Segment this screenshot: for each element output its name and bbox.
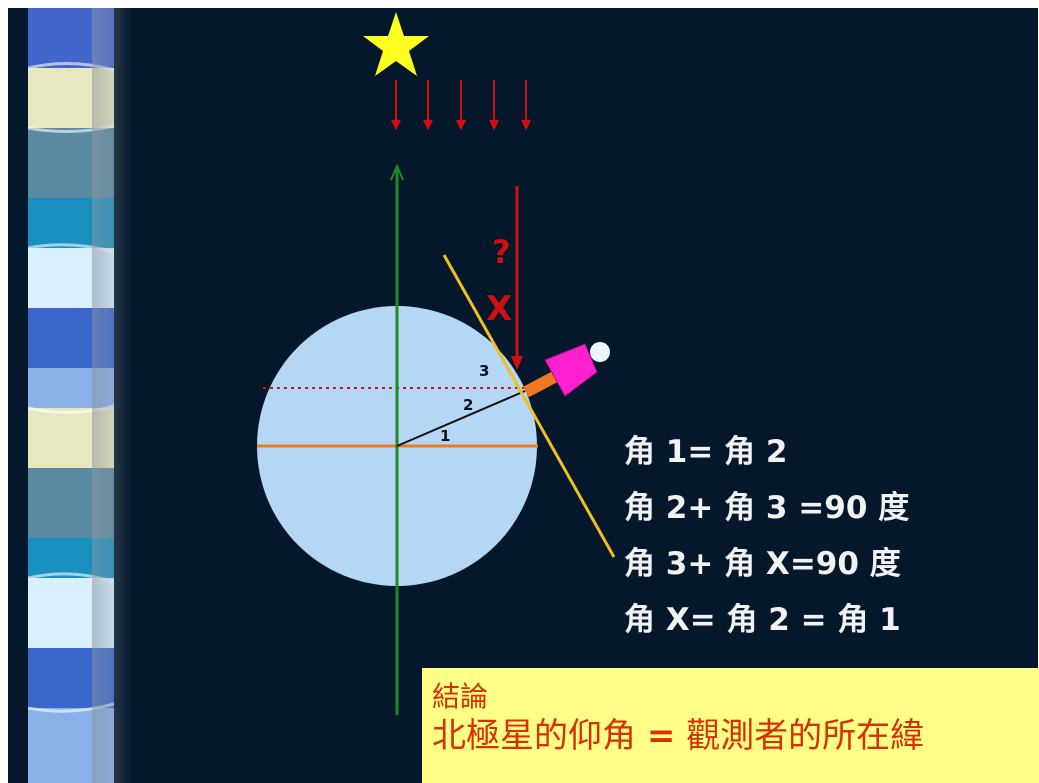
telescope-icon bbox=[523, 342, 610, 398]
starlight-ray-head bbox=[511, 356, 523, 370]
conclusion-title: 結論 bbox=[432, 680, 489, 713]
conclusion-equals-sign: = bbox=[646, 716, 676, 756]
radius-line bbox=[396, 390, 526, 447]
conclusion-box: 結論 北極星的仰角 = 觀測者的所在緯 bbox=[422, 668, 1039, 783]
equation-1: 角 1= 角 2 bbox=[624, 434, 788, 470]
horizon-tangent-line bbox=[442, 254, 616, 558]
angle-label-2: 2 bbox=[463, 396, 473, 414]
slide: 3 2 1 ? X 角 1= 角 2 角 2+ 角 3 =90 度 角 3+ 角… bbox=[8, 8, 1038, 783]
question-mark-label: ? bbox=[492, 233, 511, 271]
angle-label-1: 1 bbox=[440, 427, 450, 445]
equation-3: 角 3+ 角 X=90 度 bbox=[624, 546, 901, 582]
equation-2: 角 2+ 角 3 =90 度 bbox=[624, 490, 910, 526]
starlight-arrows bbox=[391, 80, 531, 131]
equation-4: 角 X= 角 2 = 角 1 bbox=[624, 602, 901, 638]
conclusion-text: 北極星的仰角 = 觀測者的所在緯 bbox=[432, 714, 1039, 758]
angle-label-3: 3 bbox=[479, 362, 489, 380]
star-icon bbox=[363, 12, 429, 76]
stripe-shadow bbox=[92, 8, 132, 783]
conclusion-text-after: 觀測者的所在緯 bbox=[675, 716, 925, 756]
conclusion-text-before: 北極星的仰角 bbox=[432, 716, 647, 756]
axis-arrowhead bbox=[390, 163, 404, 181]
latitude-diagram: 3 2 1 ? X bbox=[257, 12, 616, 715]
angle-x-label: X bbox=[486, 289, 512, 329]
